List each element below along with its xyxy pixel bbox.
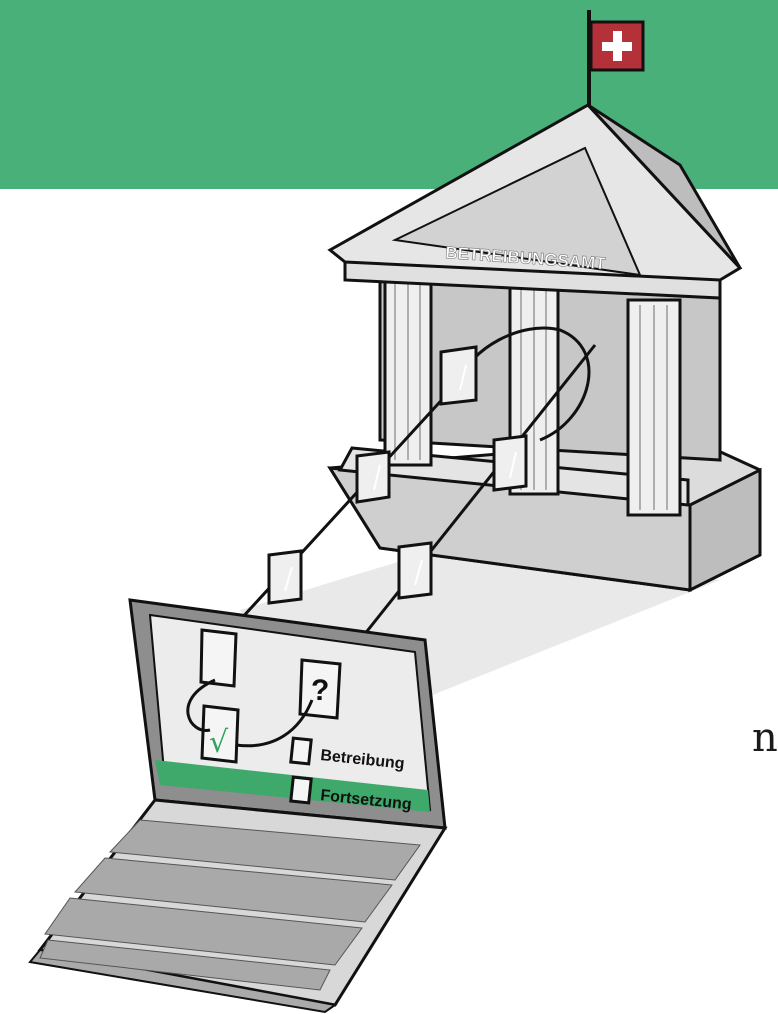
swiss-flag-icon bbox=[591, 22, 643, 70]
document-icon bbox=[201, 630, 236, 686]
checkbox-fortsetzung[interactable] bbox=[291, 777, 311, 803]
check-icon: √ bbox=[209, 725, 229, 760]
checkbox-betreibung[interactable] bbox=[291, 738, 311, 764]
keyboard bbox=[40, 820, 420, 990]
question-icon: ? bbox=[311, 674, 329, 707]
building bbox=[330, 105, 760, 590]
